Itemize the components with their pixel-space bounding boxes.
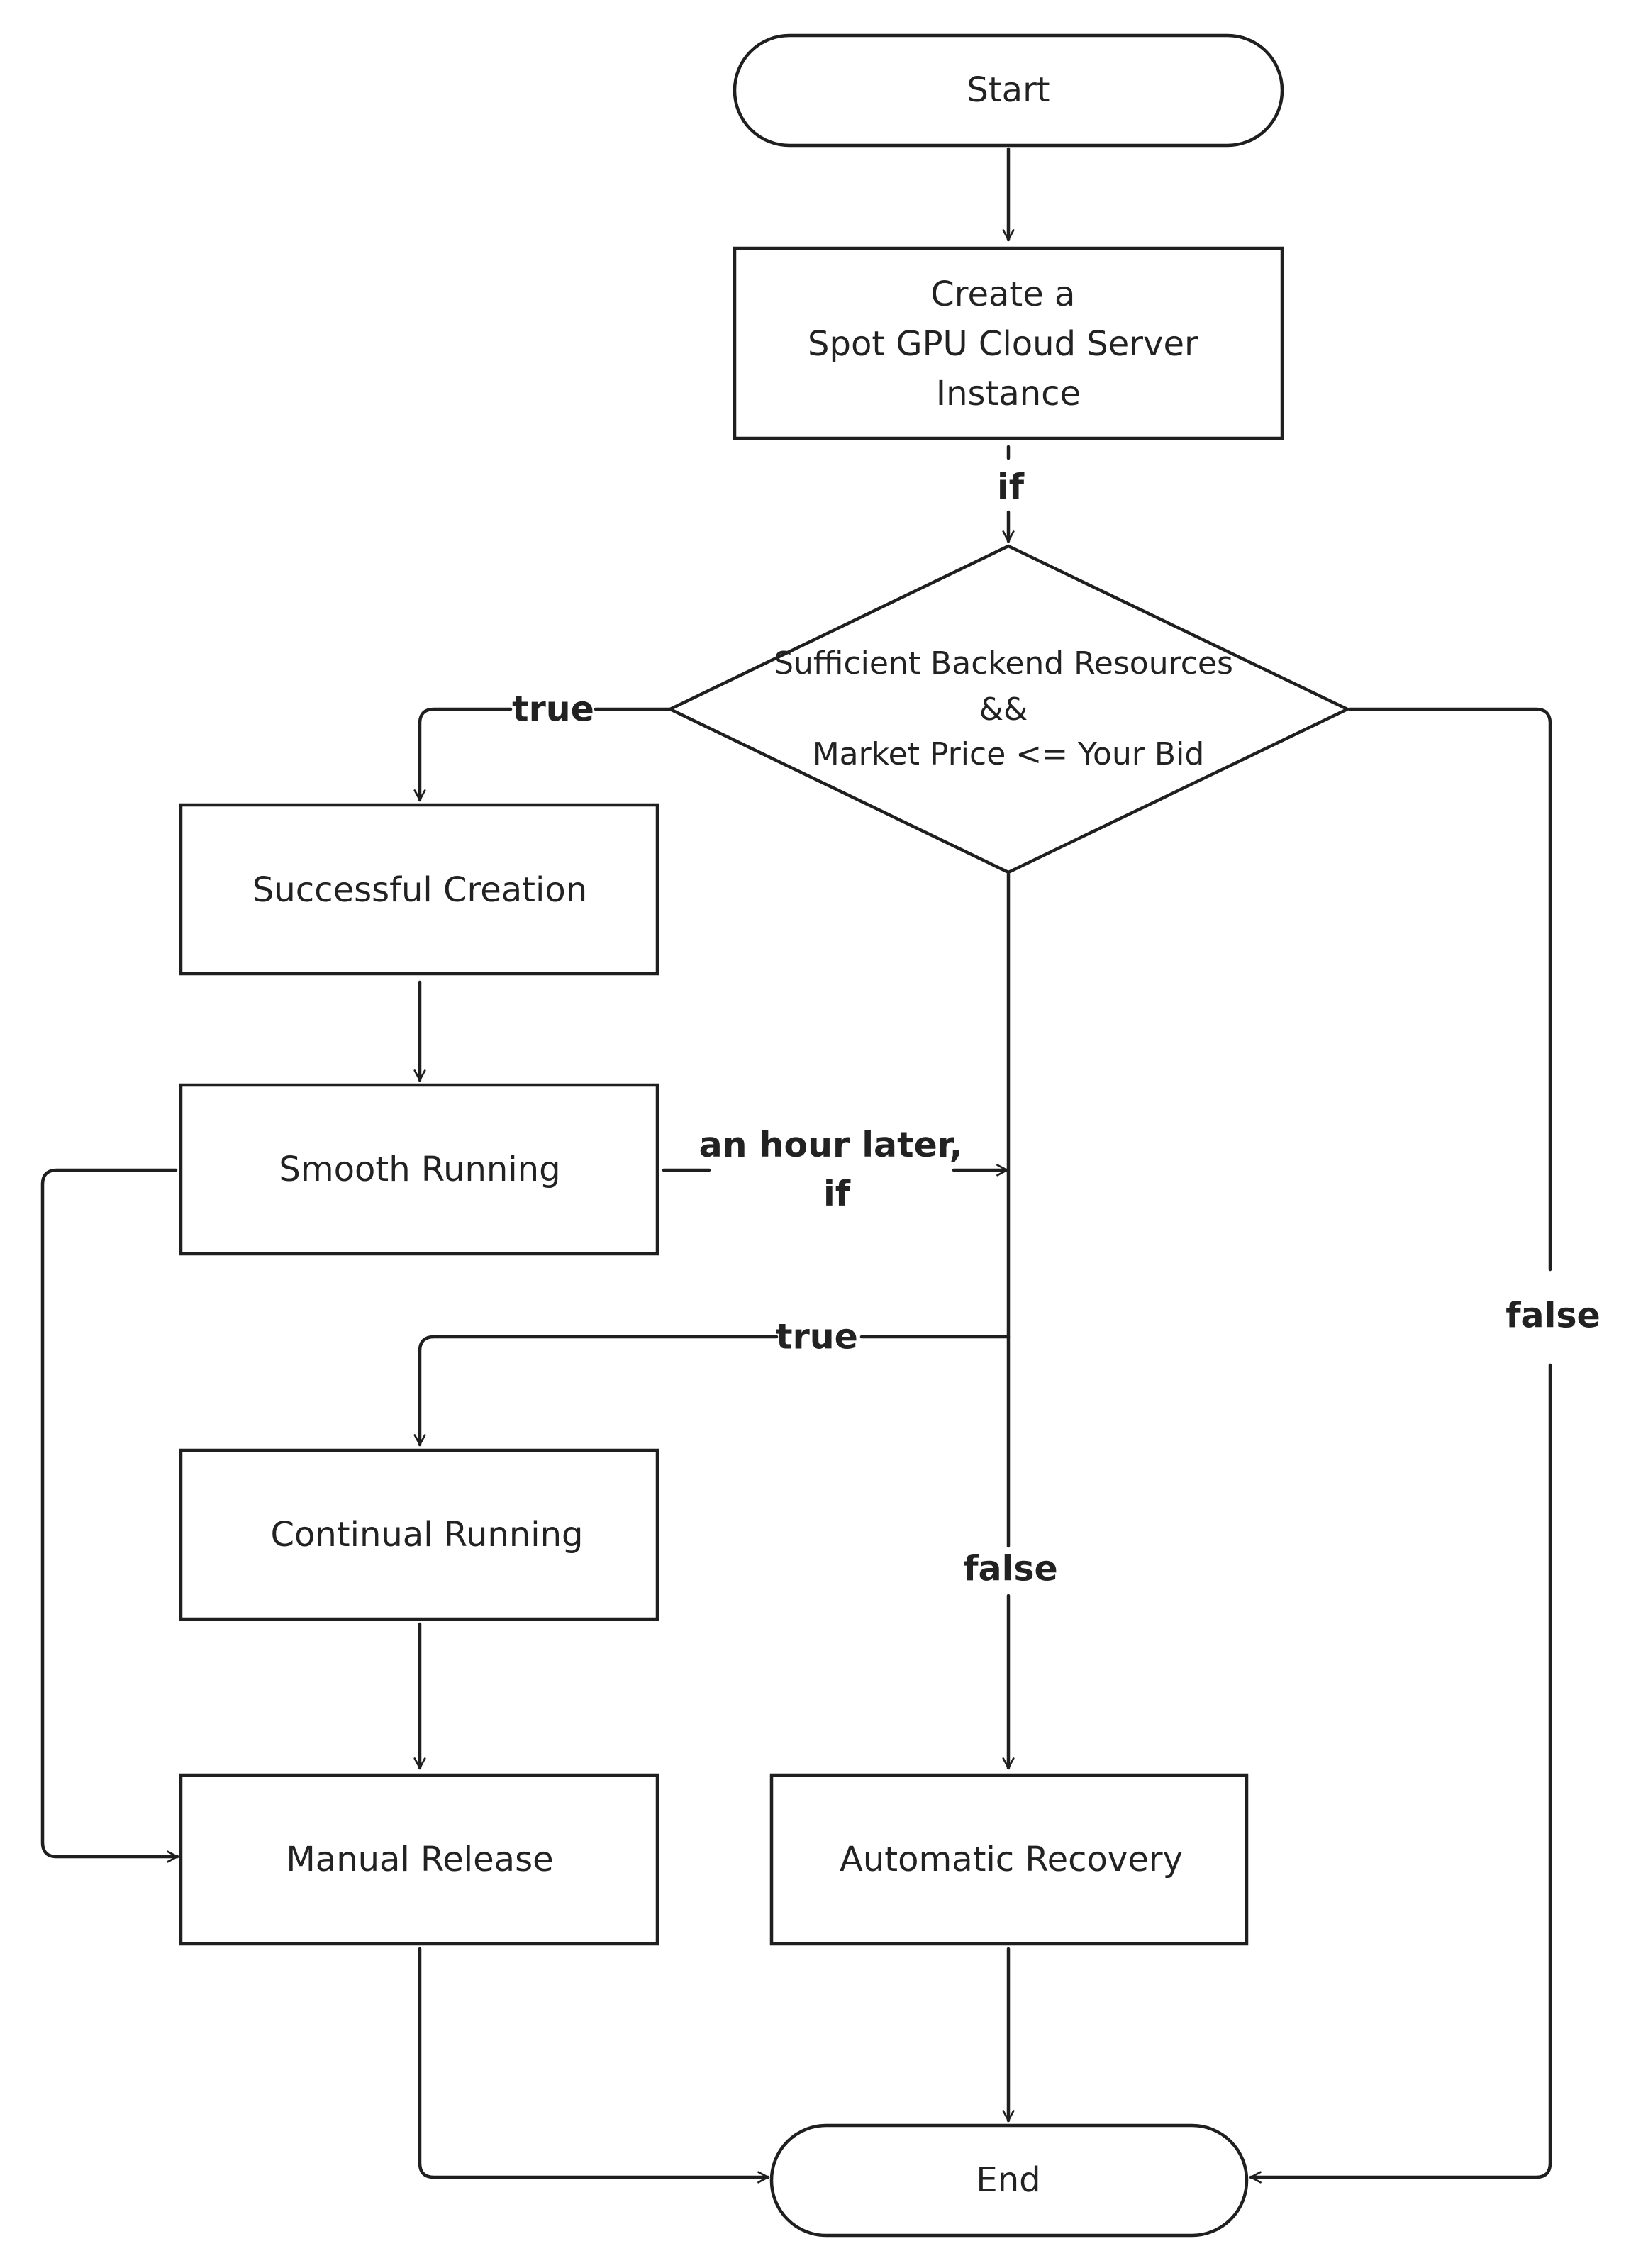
create-instance-node: Create a Spot GPU Cloud Server Instance (733, 246, 1284, 440)
edge-label-hour-later-line-1: an hour later, (699, 1125, 963, 1165)
successful-creation-label: Successful Creation (252, 870, 587, 910)
start-node: Start (733, 33, 1284, 148)
edge-condition-true (420, 707, 672, 800)
start-label: Start (967, 70, 1050, 110)
create-label-line-2: Spot GPU Cloud Server (808, 324, 1198, 364)
successful-creation-node: Successful Creation (179, 803, 659, 976)
create-label-line-3: Instance (936, 374, 1081, 413)
svg-text:Create a Spot GPU Cloud: Create a Spot GPU Cloud Server Instance (808, 274, 1209, 413)
edge-label-false-right: false (1505, 1296, 1601, 1336)
continual-running-node: Continual Running (179, 1448, 659, 1621)
condition-line-1: Sufficient Backend Resources (774, 645, 1233, 682)
edge-label-false-middle: false (963, 1549, 1058, 1589)
edge-condition-false-right (1251, 707, 1552, 2177)
condition-diamond: Sufficient Backend Resources && Market P… (666, 544, 1352, 874)
edge-smooth-to-release (40, 1168, 179, 1863)
edge-label-if: if (997, 467, 1025, 508)
edge-label-true-second: true (776, 1317, 858, 1357)
manual-release-node: Manual Release (179, 1773, 659, 1946)
svg-text:Sufficient Backend Resources: Sufficient Backend Resources && Market P… (774, 645, 1243, 772)
end-node: End (769, 2123, 1249, 2238)
condition-line-3: Market Price <= Your Bid (813, 736, 1205, 772)
svg-text:an hour later, if: an hour later, if (699, 1125, 975, 1214)
manual-release-label: Manual Release (286, 1840, 553, 1879)
smooth-running-label: Smooth Running (279, 1150, 560, 1189)
continual-running-label: Continual Running (271, 1515, 584, 1555)
end-label: End (976, 2160, 1040, 2200)
edge-label-hour-later-line-2: if (823, 1174, 851, 1214)
edge-release-to-end (418, 1947, 770, 2184)
create-label-line-1: Create a (930, 274, 1075, 314)
condition-line-2: && (979, 691, 1028, 728)
automatic-recovery-label: Automatic Recovery (840, 1840, 1183, 1879)
edge-label-true-first: true (512, 689, 594, 730)
edge-trunk-true (420, 1335, 1011, 1445)
automatic-recovery-node: Automatic Recovery (769, 1773, 1249, 1946)
smooth-running-node: Smooth Running (179, 1083, 659, 1256)
